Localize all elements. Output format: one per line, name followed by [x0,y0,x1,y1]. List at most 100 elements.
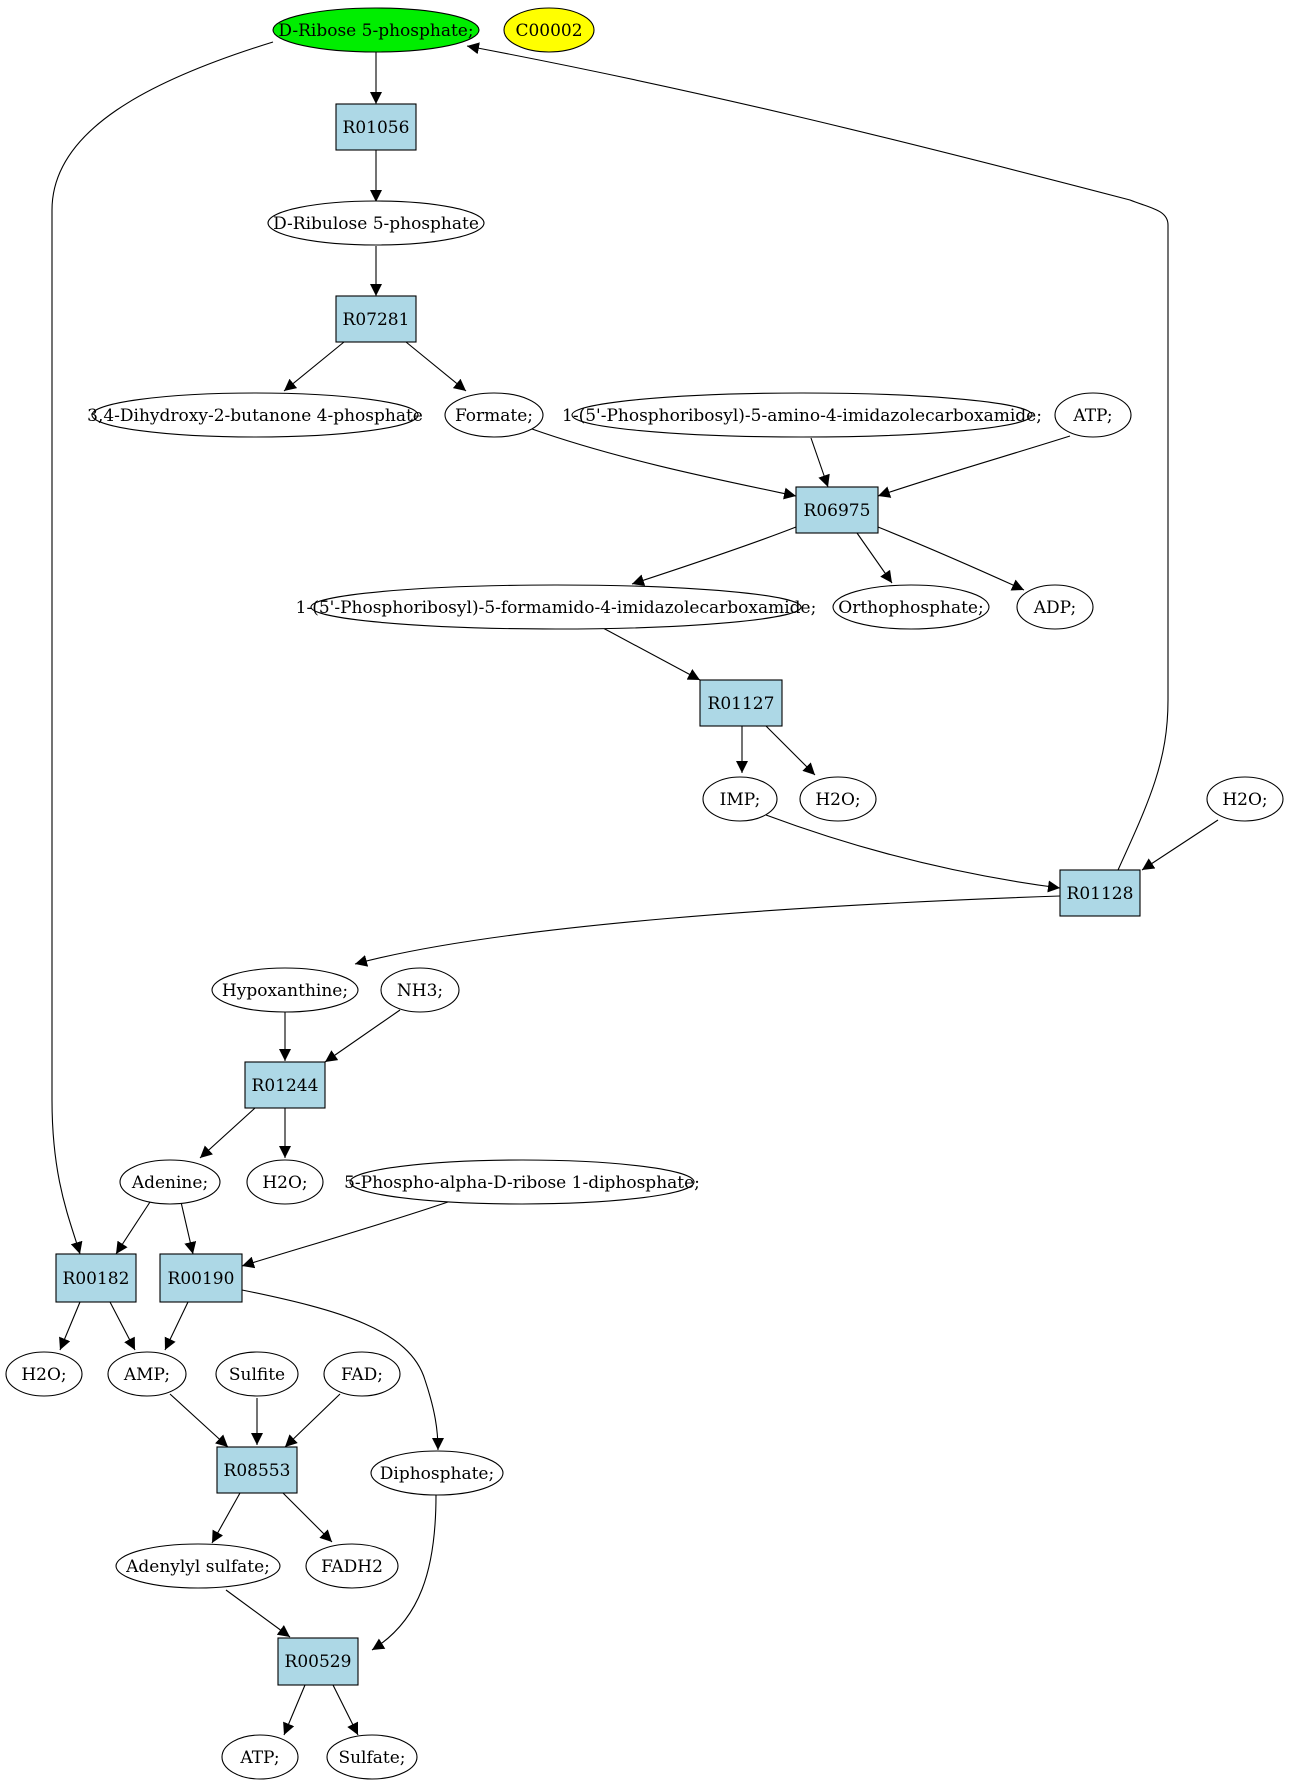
node-faicar[interactable]: 1-(5'-Phosphoribosyl)-5-formamido-4-imid… [296,584,817,630]
edge-ppi-to-R00529 [371,1494,437,1651]
reaction-label: R00182 [63,1269,130,1289]
reaction-R08553[interactable]: R08553 [216,1446,298,1494]
reaction-R01056[interactable]: R01056 [335,103,417,151]
reaction-label: R07281 [343,310,410,330]
node-h2o-d[interactable]: H2O; [5,1351,83,1397]
node-label: NH3; [397,981,443,1001]
node-label: AMP; [123,1365,170,1385]
edge-adenine-to-R00182 [115,1201,151,1255]
node-label: H2O; [262,1173,307,1193]
node-adenine[interactable]: Adenine; [119,1159,221,1205]
node-label: Adenylyl sulfate; [125,1557,270,1577]
node-label: H2O; [815,790,860,810]
node-dihydroxy-butanone-phosphate[interactable]: 3,4-Dihydroxy-2-butanone 4-phosphate [87,392,423,438]
node-label: D-Ribose 5-phosphate; [278,21,473,41]
node-label: Formate; [455,406,533,426]
node-label: 1-(5'-Phosphoribosyl)-5-formamido-4-imid… [296,598,817,618]
node-aicar[interactable]: 1-(5'-Phosphoribosyl)-5-amino-4-imidazol… [562,392,1042,438]
edge-R07281-to-formate [405,341,467,392]
edge-aps-to-R00529 [225,1589,291,1638]
edge-r5p-to-R00182 [51,41,274,1255]
edge-faicar-to-R01127 [602,627,701,681]
node-adenylyl-sulfate[interactable]: Adenylyl sulfate; [115,1543,281,1589]
node-hypoxanthine[interactable]: Hypoxanthine; [211,967,359,1013]
node-atp-1[interactable]: ATP; [1054,392,1132,438]
edge-imp-to-R01128 [765,814,1061,893]
reaction-label: R06975 [804,501,871,521]
node-imp[interactable]: IMP; [702,776,778,822]
node-adp[interactable]: ADP; [1016,584,1094,630]
node-sulfate[interactable]: Sulfate; [326,1734,418,1780]
reaction-label: R00529 [285,1652,352,1672]
edge-R00529-to-atp2 [283,1684,306,1736]
node-amp[interactable]: AMP; [107,1351,187,1397]
edge-R00190-to-ppi [241,1289,444,1451]
node-h2o-b[interactable]: H2O; [1206,776,1284,822]
reaction-label: R01244 [252,1076,319,1096]
node-fad[interactable]: FAD; [323,1351,401,1397]
reaction-R00182[interactable]: R00182 [55,1253,137,1303]
reaction-label: R00190 [168,1269,235,1289]
node-label: ADP; [1033,598,1076,618]
reaction-R01128[interactable]: R01128 [1059,869,1141,917]
node-label: 1-(5'-Phosphoribosyl)-5-amino-4-imidazol… [562,406,1042,426]
reaction-R01244[interactable]: R01244 [244,1061,326,1109]
node-c00002[interactable]: C00002 [503,7,595,53]
reaction-nodes: R01056 R07281 R06975 R01127 R01128 R0124… [55,103,1141,1686]
node-diphosphate[interactable]: Diphosphate; [370,1450,504,1496]
node-label: Orthophosphate; [838,598,983,618]
reaction-R00190[interactable]: R00190 [159,1253,243,1303]
node-formate[interactable]: Formate; [444,392,544,438]
edge-R08553-to-aps [211,1492,241,1544]
edge-fad-to-R08553 [284,1393,341,1448]
node-sulfite[interactable]: Sulfite [215,1351,299,1397]
edge-R08553-to-fadh2 [282,1492,333,1543]
node-label: Sulfite [229,1365,285,1385]
reaction-R07281[interactable]: R07281 [335,295,417,343]
node-orthophosphate[interactable]: Orthophosphate; [832,584,990,630]
edge-amp-to-R08553 [169,1393,229,1448]
node-label: C00002 [515,21,582,41]
edge-R01244-to-adenine [199,1107,256,1159]
reaction-label: R01127 [708,694,775,714]
edge-h2oB-to-R01128 [1141,819,1219,871]
node-label: H2O; [21,1365,66,1385]
reaction-R01127[interactable]: R01127 [699,679,783,727]
edge-R06975-to-adp [877,526,1025,591]
node-label: D-Ribulose 5-phosphate [273,214,479,234]
node-label: 3,4-Dihydroxy-2-butanone 4-phosphate [87,406,423,426]
node-h2o-a[interactable]: H2O; [799,776,877,822]
edge-R00182-to-h2oD [59,1301,81,1351]
edge-nh3-to-R01244 [324,1009,401,1063]
edge-atp1-to-R06975 [877,435,1071,498]
node-label: 5-Phospho-alpha-D-ribose 1-diphosphate; [344,1173,700,1193]
edge-R00529-to-sulfate [332,1684,359,1736]
node-d-ribulose-5-phosphate[interactable]: D-Ribulose 5-phosphate [267,200,485,246]
node-h2o-c[interactable]: H2O; [246,1159,324,1205]
node-label: Diphosphate; [380,1464,494,1484]
node-prpp[interactable]: 5-Phospho-alpha-D-ribose 1-diphosphate; [344,1159,700,1205]
edge-R06975-to-faicar [631,526,797,586]
node-atp-2[interactable]: ATP; [221,1734,299,1780]
edge-aicar-to-R06975 [810,437,830,488]
node-label: Sulfate; [338,1748,405,1768]
reaction-R00529[interactable]: R00529 [277,1637,359,1686]
node-d-ribose-5-phosphate[interactable]: D-Ribose 5-phosphate; [272,7,480,53]
node-label: FADH2 [321,1557,383,1577]
node-nh3[interactable]: NH3; [380,967,460,1013]
edge-R00190-to-amp [164,1301,189,1351]
node-label: ATP; [1072,406,1112,426]
node-fadh2[interactable]: FADH2 [305,1543,399,1589]
edge-R01128-to-r5p [466,42,1169,871]
compound-nodes: D-Ribose 5-phosphate; C00002 D-Ribulose … [5,7,1284,1780]
edge-R01127-to-h2oA [765,725,816,776]
edge-adenine-to-R00190 [180,1201,197,1255]
reaction-R06975[interactable]: R06975 [795,486,879,534]
reaction-label: R08553 [224,1461,291,1481]
reaction-label: R01056 [343,118,410,138]
edge-R00182-to-amp [109,1301,136,1351]
node-label: FAD; [341,1365,383,1385]
node-label: Adenine; [131,1173,208,1193]
edge-R01128-to-hypox [354,895,1061,967]
